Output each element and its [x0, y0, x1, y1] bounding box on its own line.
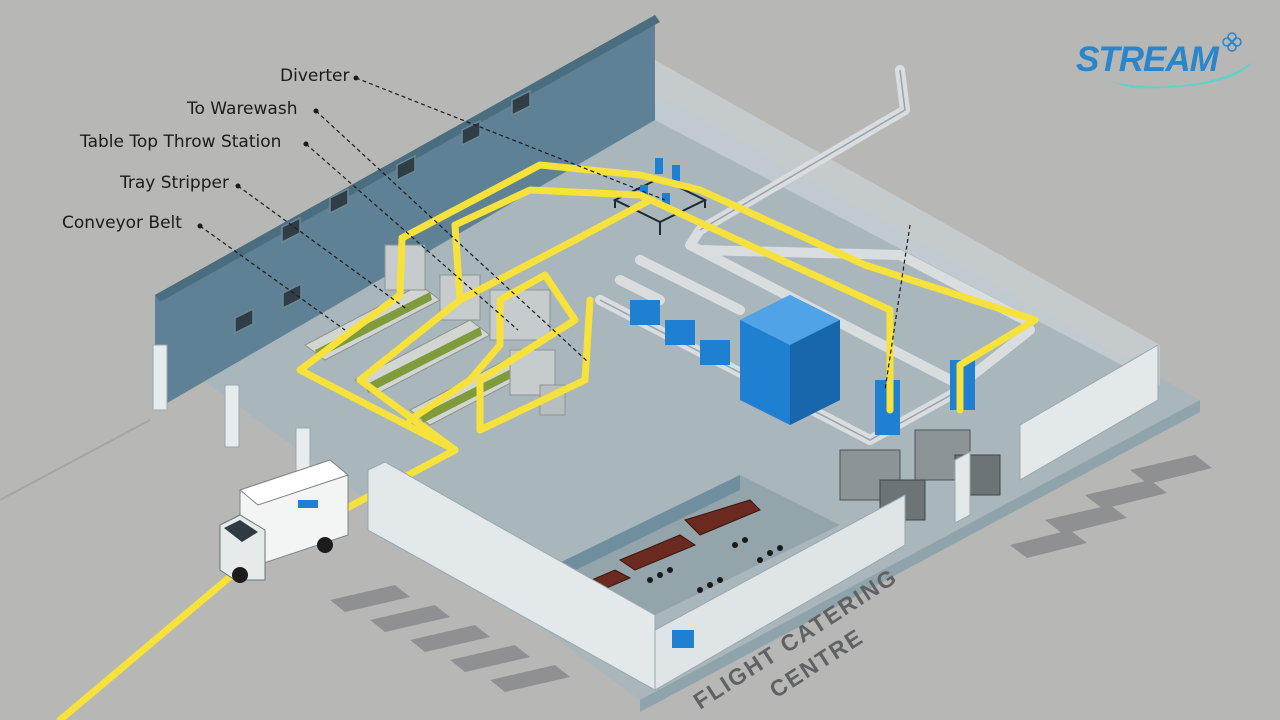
callout-leaders: [199, 77, 911, 391]
stream-logo: STREAM: [1072, 30, 1262, 100]
blue-equipment: [630, 295, 840, 425]
delivery-truck-icon: [219, 459, 350, 583]
grey-pipe-edges: [599, 69, 961, 441]
right-wall-stub: [954, 451, 971, 524]
entry-columns: [152, 344, 311, 484]
office-right-wall: [654, 494, 906, 691]
callout-conveyor-belt: Conveyor Belt: [62, 213, 182, 233]
right-outer-wall: [1019, 344, 1159, 481]
back-right-wall: [655, 60, 1160, 385]
logo-swoosh: [1112, 32, 1252, 89]
parking-markings: [330, 455, 1212, 692]
callout-to-warewash: To Warewash: [187, 99, 298, 119]
logo-text: STREAM: [1076, 40, 1219, 79]
flower-icon: [1222, 32, 1242, 52]
office-back-wall: [555, 475, 740, 580]
wall-windows: [234, 89, 531, 335]
back-left-wall: [155, 15, 655, 410]
callout-table-top-throw-station: Table Top Throw Station: [80, 132, 282, 152]
office-door-sign: [672, 630, 694, 648]
office-chairs: [607, 537, 783, 603]
callout-diverter: Diverter: [280, 66, 350, 86]
floor-outer-edge: [640, 400, 1200, 712]
callout-dots: [197, 75, 359, 229]
ground-road-line: [0, 419, 151, 501]
callout-tray-stripper: Tray Stripper: [120, 173, 229, 193]
